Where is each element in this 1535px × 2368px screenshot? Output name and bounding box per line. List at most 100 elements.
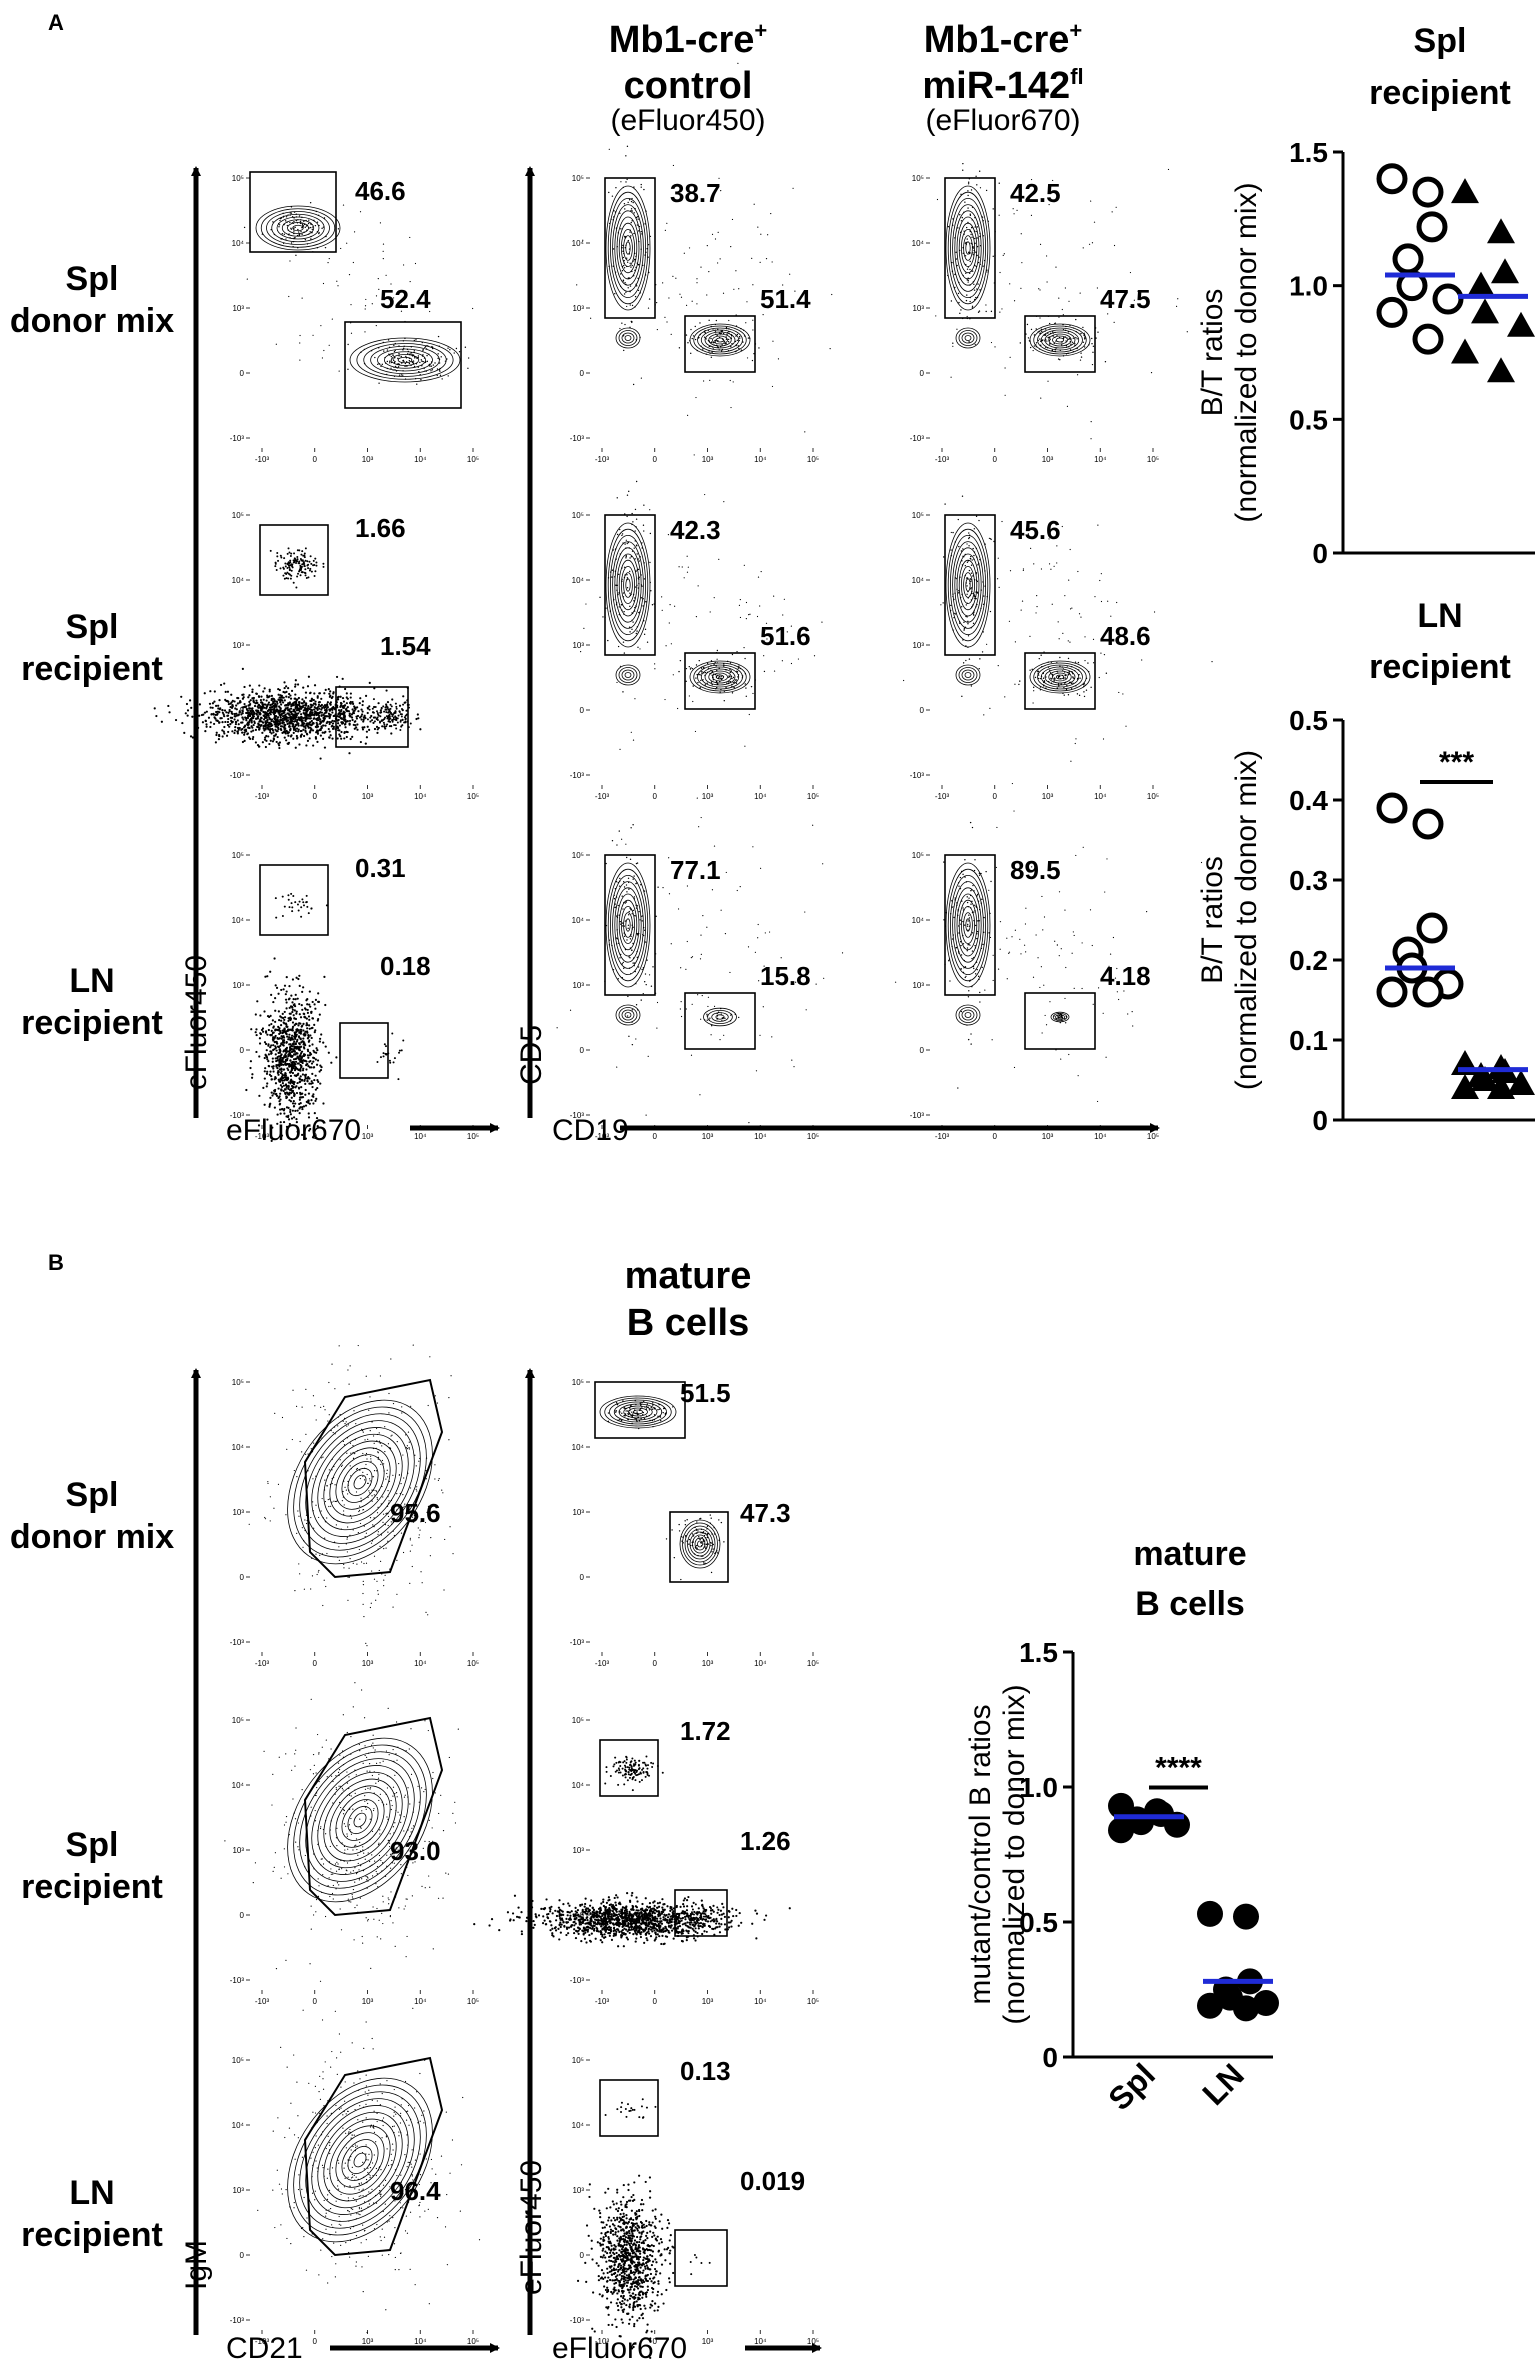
event-dot [686,1008,687,1009]
event-dot [322,566,324,568]
event-dot [691,1055,692,1056]
event-dot [629,557,630,558]
event-dot [645,941,646,942]
event-dot [962,247,963,248]
event-dot [407,353,408,354]
event-dot [398,710,400,712]
event-dot [256,693,258,695]
event-dot [781,957,782,958]
event-dot [331,696,333,698]
event-dot [275,1082,277,1084]
event-dot [726,669,727,670]
event-dot [746,696,747,697]
event-dot [305,692,307,694]
event-dot [778,358,779,359]
event-dot [717,662,718,663]
event-dot [622,963,623,964]
event-dot [317,1059,319,1061]
event-dot [225,700,227,702]
event-dot [1065,287,1066,288]
event-dot [286,1126,288,1128]
event-dot [293,241,294,242]
event-dot [641,184,642,185]
event-dot [224,721,226,723]
event-dot [1063,338,1064,339]
x-tick-label: 10⁵ [1147,1132,1159,1141]
event-dot [629,968,630,969]
event-dot [437,375,438,376]
event-dot [311,571,313,573]
x-tick-label: 10⁴ [414,455,427,464]
event-dot [708,271,709,272]
event-dot [621,839,622,840]
event-dot [712,684,713,685]
event-dot [700,958,701,959]
event-dot [643,967,644,968]
event-dot [621,579,622,580]
event-dot [281,699,283,701]
event-dot [1056,545,1057,546]
event-dot [312,564,314,566]
gate-percentage: 1.66 [355,513,406,543]
event-dot [769,931,770,932]
event-dot [296,556,298,558]
event-dot [621,535,622,536]
event-dot [731,676,732,677]
event-dot [292,1086,294,1088]
event-dot [952,596,953,597]
event-dot [395,350,396,351]
event-dot [640,556,641,557]
event-dot [347,731,349,733]
event-dot [638,583,639,584]
event-dot [266,975,268,977]
event-dot [1073,327,1074,328]
event-dot [291,229,292,230]
event-dot [294,1009,296,1011]
event-dot [298,570,300,572]
event-dot [1059,638,1060,639]
event-dot [720,1008,721,1009]
event-dot [385,1045,387,1047]
event-dot [410,365,411,366]
event-dot [261,732,263,734]
event-dot [288,696,290,698]
event-dot [229,723,231,725]
event-dot [339,724,341,726]
event-dot [625,902,626,903]
event-dot [258,684,260,686]
event-dot [1040,397,1041,398]
event-dot [276,1041,278,1043]
event-dot [639,560,640,561]
event-dot [298,701,300,703]
event-dot [728,683,729,684]
event-dot [625,547,626,548]
header-control-line3: (eFluor450) [610,104,765,137]
event-dot [646,959,647,960]
event-dot [304,565,306,567]
event-dot [314,684,316,686]
event-dot [283,1069,285,1071]
event-dot [394,712,396,714]
event-dot [969,269,970,270]
event-dot [618,574,619,575]
event-dot [324,717,326,719]
event-dot [209,690,211,692]
event-dot [626,857,627,858]
event-dot [312,335,313,336]
event-dot [292,1009,294,1011]
event-dot [1046,281,1047,282]
event-dot [465,347,466,348]
event-dot [1039,331,1040,332]
event-dot [610,610,611,611]
event-dot [749,714,750,715]
event-dot [967,207,968,208]
event-dot [967,603,968,604]
event-dot [251,697,253,699]
event-dot [986,644,987,645]
event-dot [1062,324,1063,325]
contour-ring [626,579,630,591]
event-dot [392,721,394,723]
event-dot [280,1121,282,1123]
event-dot [316,1117,318,1119]
event-dot [628,925,629,926]
